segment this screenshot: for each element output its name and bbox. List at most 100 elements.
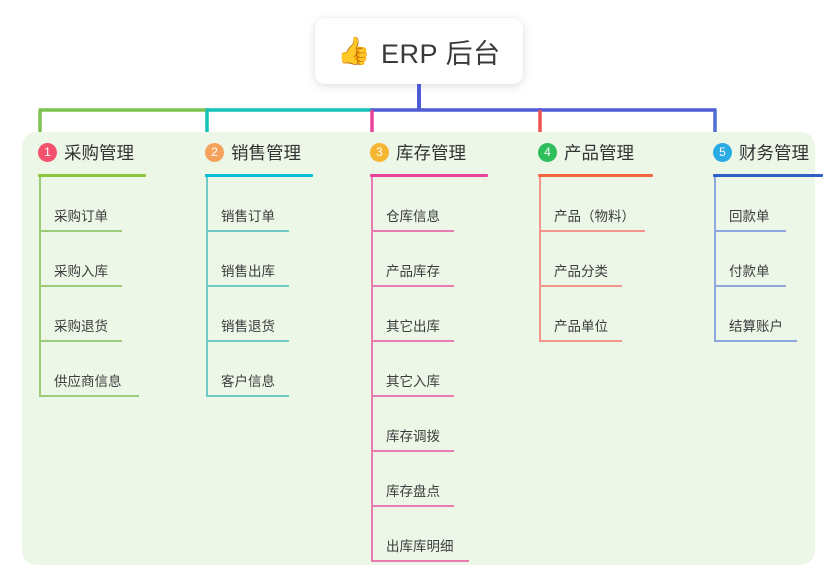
leaf-label: 采购订单 — [54, 209, 108, 224]
leaf-label: 其它入库 — [386, 374, 440, 389]
leaf-item[interactable]: 销售订单 — [189, 177, 313, 232]
column-title: 库存管理 — [396, 142, 466, 163]
leaf-list: 仓库信息产品库存其它出库其它入库库存调拨库存盘点出库库明细 — [354, 177, 488, 562]
column-badge-5: 5 — [713, 142, 732, 162]
column-header-rule — [538, 174, 653, 177]
leaf-rule — [371, 340, 454, 342]
leaf-label: 销售订单 — [221, 209, 275, 224]
leaf-label: 采购退货 — [54, 319, 108, 334]
leaf-item[interactable]: 客户信息 — [189, 342, 313, 397]
leaf-label: 客户信息 — [221, 374, 275, 389]
leaf-list: 采购订单采购入库采购退货供应商信息 — [22, 177, 146, 397]
leaf-list: 回款单付款单结算账户 — [697, 177, 823, 342]
column-badge-2: 2 — [205, 142, 224, 162]
leaf-label: 出库库明细 — [386, 539, 454, 554]
leaf-item[interactable]: 付款单 — [697, 232, 823, 287]
leaf-item[interactable]: 销售退货 — [189, 287, 313, 342]
column-badge-3: 3 — [370, 142, 389, 162]
leaf-item[interactable]: 产品库存 — [354, 232, 488, 287]
column-badge-4: 4 — [538, 142, 557, 162]
leaf-item[interactable]: 仓库信息 — [354, 177, 488, 232]
leaf-label: 销售退货 — [221, 319, 275, 334]
leaf-label: 付款单 — [729, 264, 770, 279]
column-3: 3 库存管理仓库信息产品库存其它出库其它入库库存调拨库存盘点出库库明细 — [354, 132, 488, 562]
leaf-rule — [371, 505, 454, 507]
leaf-label: 其它出库 — [386, 319, 440, 334]
leaf-rule — [206, 285, 289, 287]
leaf-rule — [371, 395, 454, 397]
leaf-spine — [714, 177, 716, 342]
leaf-label: 采购入库 — [54, 264, 108, 279]
leaf-item[interactable]: 其它出库 — [354, 287, 488, 342]
column-header-4[interactable]: 4 产品管理 — [522, 132, 653, 172]
column-header-5[interactable]: 5 财务管理 — [697, 132, 823, 172]
leaf-rule — [206, 340, 289, 342]
root-node[interactable]: 👍 ERP 后台 — [315, 18, 523, 84]
leaf-rule — [371, 450, 454, 452]
leaf-rule — [39, 340, 122, 342]
leaf-item[interactable]: 销售出库 — [189, 232, 313, 287]
column-header-rule — [205, 174, 313, 177]
column-header-rule — [370, 174, 488, 177]
column-title: 采购管理 — [64, 142, 134, 163]
leaf-item[interactable]: 采购退货 — [22, 287, 146, 342]
leaf-spine — [39, 177, 41, 397]
leaf-item[interactable]: 产品单位 — [522, 287, 653, 342]
leaf-item[interactable]: 库存盘点 — [354, 452, 488, 507]
leaf-item[interactable]: 出库库明细 — [354, 507, 488, 562]
leaf-label: 产品库存 — [386, 264, 440, 279]
leaf-rule — [39, 395, 139, 397]
leaf-rule — [39, 285, 122, 287]
column-header-rule — [713, 174, 823, 177]
leaf-item[interactable]: 产品（物料） — [522, 177, 653, 232]
leaf-rule — [371, 230, 454, 232]
leaf-spine — [206, 177, 208, 397]
column-5: 5 财务管理回款单付款单结算账户 — [697, 132, 823, 342]
leaf-label: 产品单位 — [554, 319, 608, 334]
leaf-rule — [714, 230, 786, 232]
leaf-label: 回款单 — [729, 209, 770, 224]
leaf-label: 产品分类 — [554, 264, 608, 279]
leaf-rule — [371, 560, 469, 562]
column-header-3[interactable]: 3 库存管理 — [354, 132, 488, 172]
leaf-item[interactable]: 供应商信息 — [22, 342, 146, 397]
leaf-rule — [539, 285, 622, 287]
column-title: 财务管理 — [739, 142, 809, 163]
column-badge-1: 1 — [38, 142, 57, 162]
leaf-rule — [714, 285, 786, 287]
leaf-rule — [371, 285, 454, 287]
leaf-label: 仓库信息 — [386, 209, 440, 224]
leaf-spine — [371, 177, 373, 562]
leaf-label: 产品（物料） — [554, 209, 635, 224]
leaf-rule — [714, 340, 797, 342]
leaf-rule — [539, 230, 645, 232]
column-4: 4 产品管理产品（物料） 产品分类产品单位 — [522, 132, 653, 342]
column-header-2[interactable]: 2 销售管理 — [189, 132, 313, 172]
column-header-1[interactable]: 1 采购管理 — [22, 132, 146, 172]
root-title: ERP 后台 — [381, 38, 501, 69]
column-title: 销售管理 — [231, 142, 301, 163]
leaf-label: 库存调拨 — [386, 429, 440, 444]
content-panel — [22, 132, 815, 565]
column-2: 2 销售管理销售订单销售出库销售退货客户信息 — [189, 132, 313, 397]
leaf-rule — [539, 340, 622, 342]
leaf-item[interactable]: 产品分类 — [522, 232, 653, 287]
leaf-rule — [39, 230, 122, 232]
leaf-item[interactable]: 其它入库 — [354, 342, 488, 397]
leaf-item[interactable]: 采购入库 — [22, 232, 146, 287]
leaf-item[interactable]: 回款单 — [697, 177, 823, 232]
leaf-rule — [206, 230, 289, 232]
column-1: 1 采购管理采购订单采购入库采购退货供应商信息 — [22, 132, 146, 397]
leaf-list: 销售订单销售出库销售退货客户信息 — [189, 177, 313, 397]
leaf-list: 产品（物料） 产品分类产品单位 — [522, 177, 653, 342]
leaf-item[interactable]: 结算账户 — [697, 287, 823, 342]
leaf-item[interactable]: 库存调拨 — [354, 397, 488, 452]
leaf-item[interactable]: 采购订单 — [22, 177, 146, 232]
leaf-label: 销售出库 — [221, 264, 275, 279]
column-title: 产品管理 — [564, 142, 634, 163]
leaf-label: 供应商信息 — [54, 374, 122, 389]
thumbs-up-icon: 👍 — [337, 35, 372, 66]
leaf-rule — [206, 395, 289, 397]
leaf-label: 库存盘点 — [386, 484, 440, 499]
